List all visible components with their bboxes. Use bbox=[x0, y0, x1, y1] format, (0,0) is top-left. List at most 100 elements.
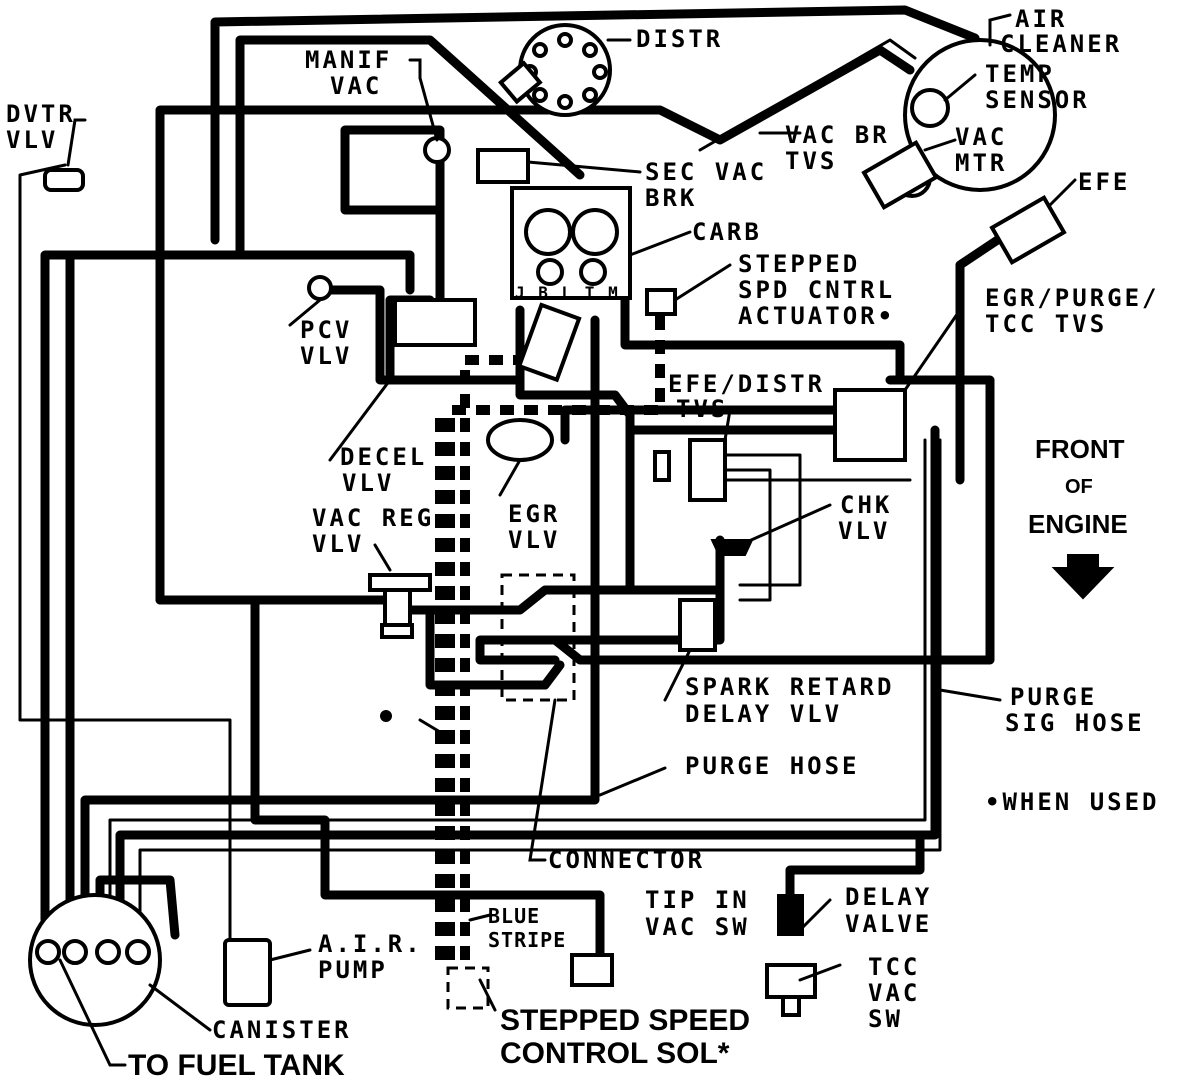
dash-hose-2 bbox=[460, 355, 540, 960]
label-stepped-1: STEPPED bbox=[738, 250, 860, 278]
leader-lines bbox=[58, 13, 1077, 1067]
hose-vac-reg-2 bbox=[425, 610, 565, 690]
label-egr-2: VLV bbox=[508, 526, 560, 554]
labels: AIR CLEANER DISTR MANIF VAC DVTR VLV TEM… bbox=[6, 5, 1160, 1080]
label-vacmtr-2: MTR bbox=[955, 149, 1007, 177]
vacuum-hoses bbox=[18, 5, 1010, 962]
label-tcc-1: TCC bbox=[868, 953, 920, 981]
vac-reg-valve bbox=[368, 573, 432, 592]
hose-left-outline bbox=[65, 250, 415, 295]
connector-outline bbox=[500, 573, 576, 702]
label-delay-2: VALVE bbox=[845, 910, 932, 938]
dashed-hoses bbox=[435, 300, 665, 1010]
vac-reg-valve-body bbox=[383, 588, 412, 627]
stepped-speed-sol-outline bbox=[446, 966, 490, 1010]
label-front-1: FRONT bbox=[1035, 434, 1125, 464]
hose-vac-br bbox=[155, 45, 915, 605]
label-vacreg-1: VAC REG bbox=[312, 504, 434, 532]
carb-barrel-1 bbox=[524, 208, 572, 256]
label-front-2: OF bbox=[1065, 476, 1093, 498]
label-efedistr-2: TVS bbox=[676, 395, 728, 423]
air-cleaner-snorkel bbox=[861, 139, 939, 211]
canister-port-3 bbox=[95, 939, 121, 965]
label-connector: CONNECTOR bbox=[548, 846, 705, 874]
label-distr: DISTR bbox=[636, 25, 723, 53]
spark-retard-delay-valve bbox=[678, 598, 717, 652]
canister-port-1 bbox=[35, 939, 61, 965]
tip-in-vac-sw bbox=[570, 953, 614, 987]
hose-dvtr bbox=[18, 163, 232, 962]
label-aia-2: PUMP bbox=[318, 956, 388, 984]
hose-canister-2 bbox=[250, 595, 605, 960]
efe-distr-tvs bbox=[688, 438, 727, 502]
label-pcv-1: PCV bbox=[300, 316, 352, 344]
label-secvac-2: BRK bbox=[645, 184, 697, 212]
hose-vac-br-inner bbox=[698, 38, 917, 152]
label-carb-ports: J B L T M bbox=[515, 283, 620, 302]
label-decel-1: DECEL bbox=[340, 443, 427, 471]
label-chk-1: CHK bbox=[840, 491, 892, 519]
hose-delay bbox=[785, 835, 925, 905]
hose-far-left bbox=[40, 250, 95, 925]
label-purgehose: PURGE HOSE bbox=[685, 752, 860, 780]
label-aia-1: A.I.R. bbox=[318, 930, 423, 958]
label-temp-2: SENSOR bbox=[985, 86, 1090, 114]
efe bbox=[989, 194, 1067, 266]
label-tcc-2: VAC bbox=[868, 979, 920, 1007]
air-cleaner bbox=[903, 38, 1057, 192]
distributor-vac-unit bbox=[497, 60, 543, 105]
label-vacreg-2: VLV bbox=[312, 530, 364, 558]
hose-chk-loop-2 bbox=[718, 468, 772, 602]
hose-spark-loop bbox=[475, 535, 725, 665]
hose-top-loop bbox=[210, 5, 980, 245]
canister-port-4 bbox=[125, 939, 151, 965]
delay-valve bbox=[777, 894, 804, 936]
label-air-cleaner-2: CLEANER bbox=[1000, 30, 1122, 58]
components bbox=[28, 23, 1115, 1027]
label-temp-1: TEMP bbox=[985, 60, 1055, 88]
label-spark-2: DELAY VLV bbox=[685, 700, 842, 728]
label-ssc-2: CONTROL SOL* bbox=[500, 1037, 730, 1070]
decel-valve bbox=[393, 298, 477, 347]
hose-tcc bbox=[138, 438, 942, 932]
label-whenused: •WHEN USED bbox=[985, 788, 1160, 816]
label-spark-1: SPARK RETARD bbox=[685, 673, 894, 701]
label-canister: CANISTER bbox=[212, 1016, 352, 1044]
hose-pcv bbox=[325, 285, 525, 385]
label-tipin-2: VAC SW bbox=[645, 913, 750, 941]
manif-vac-port bbox=[423, 136, 451, 164]
vac-reg-valve-base bbox=[380, 623, 414, 639]
label-purgesig-1: PURGE bbox=[1010, 683, 1097, 711]
dash-hose-1 bbox=[445, 300, 665, 960]
label-vacmtr-1: VAC bbox=[955, 123, 1007, 151]
label-tcc-3: SW bbox=[868, 1005, 903, 1033]
carb-barrel-4 bbox=[579, 258, 607, 286]
temp-sensor bbox=[910, 88, 950, 128]
dvtr-valve bbox=[43, 168, 85, 192]
label-blue-1: BLUE bbox=[488, 904, 540, 928]
hose-vac-reg bbox=[405, 585, 725, 615]
label-ssc-1: STEPPED SPEED bbox=[500, 1004, 750, 1037]
hose-egr-top bbox=[560, 405, 840, 445]
label-manif-1: MANIF bbox=[305, 46, 392, 74]
carb-barrel-2 bbox=[571, 208, 619, 256]
when-used-dot bbox=[380, 710, 392, 722]
stepped-spd-actuator bbox=[645, 288, 677, 316]
label-decel-2: VLV bbox=[342, 469, 394, 497]
air-pump bbox=[223, 938, 272, 1007]
label-delay-1: DELAY bbox=[845, 883, 932, 911]
label-purgesig-2: SIG HOSE bbox=[1005, 709, 1145, 737]
efe-distr-tvs-part bbox=[653, 450, 671, 482]
label-chk-2: VLV bbox=[838, 517, 890, 545]
label-stepped-3: ACTUATOR• bbox=[738, 302, 895, 330]
label-secvac-1: SEC VAC bbox=[645, 158, 767, 186]
label-manif-2: VAC bbox=[330, 72, 382, 100]
canister-port-2 bbox=[62, 939, 88, 965]
sec-vac-brk bbox=[476, 148, 530, 184]
label-blue-2: STRIPE bbox=[488, 928, 566, 952]
label-dvtr-2: VLV bbox=[6, 126, 58, 154]
label-carb: CARB bbox=[692, 218, 762, 246]
egr-valve bbox=[486, 418, 554, 462]
front-arrow bbox=[1051, 554, 1115, 600]
